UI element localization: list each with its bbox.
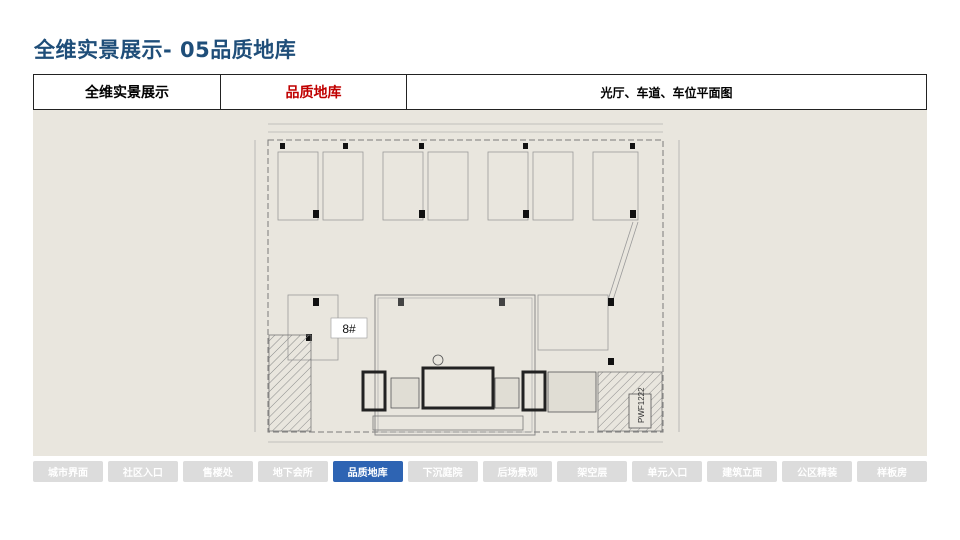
page-title: 全维实景展示- 05品质地库 xyxy=(34,38,297,62)
nav-item-backyard-landscape[interactable]: 后场景观 xyxy=(482,461,553,482)
header-table: 全维实景展示 品质地库 光厅、车道、车位平面图 xyxy=(33,74,927,110)
header-cell-category: 全维实景展示 xyxy=(34,75,221,109)
nav-item-underground-club[interactable]: 地下会所 xyxy=(257,461,328,482)
nav-item-quality-garage[interactable]: 品质地库 xyxy=(332,461,403,482)
plan-stamp-label: PWF1222 xyxy=(637,387,646,423)
nav-item-sales-office[interactable]: 售楼处 xyxy=(182,461,253,482)
building-label: 8# xyxy=(342,322,356,336)
nav-item-show-flat[interactable]: 样板房 xyxy=(857,461,928,482)
nav-item-stilt-floor[interactable]: 架空层 xyxy=(557,461,628,482)
section-nav: 城市界面 社区入口 售楼处 地下会所 品质地库 下沉庭院 后场景观 架空层 单元… xyxy=(33,461,928,482)
nav-item-community-entrance[interactable]: 社区入口 xyxy=(107,461,178,482)
nav-item-unit-entrance[interactable]: 单元入口 xyxy=(632,461,703,482)
nav-item-public-decoration[interactable]: 公区精装 xyxy=(782,461,853,482)
nav-item-city-interface[interactable]: 城市界面 xyxy=(33,461,103,482)
nav-item-building-facade[interactable]: 建筑立面 xyxy=(707,461,778,482)
header-cell-description: 光厅、车道、车位平面图 xyxy=(600,85,733,100)
floor-plan-image: 8# PWF1222 xyxy=(33,110,927,456)
nav-item-sunken-courtyard[interactable]: 下沉庭院 xyxy=(407,461,478,482)
floor-plan-drawing: 8# PWF1222 xyxy=(254,123,680,443)
header-cell-section: 品质地库 xyxy=(221,75,407,109)
